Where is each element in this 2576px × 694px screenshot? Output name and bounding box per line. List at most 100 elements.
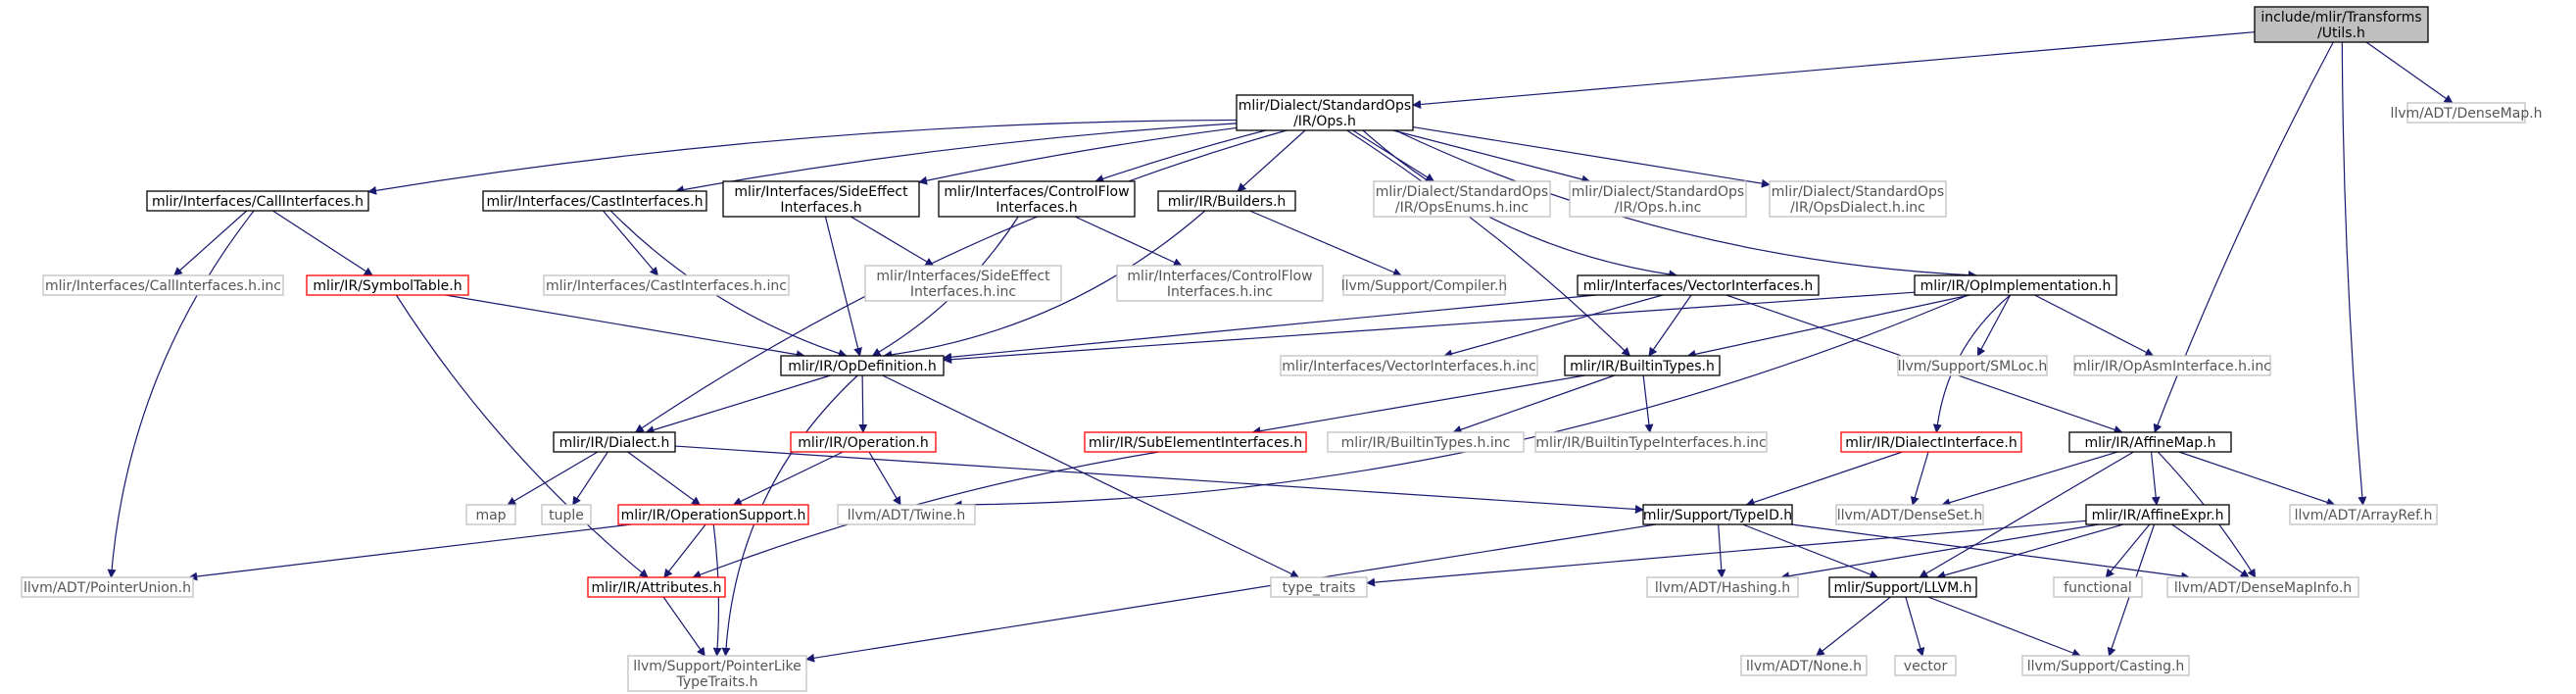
- node-label: mlir/Dialect/StandardOps: [1376, 184, 1548, 200]
- edge-builders-to-compiler: [1249, 210, 1402, 276]
- node-none[interactable]: llvm/ADT/None.h: [1740, 655, 1868, 676]
- node-tuple[interactable]: tuple: [541, 504, 592, 525]
- node-label: mlir/IR/SymbolTable.h: [313, 278, 462, 294]
- node-label: mlir/Dialect/StandardOps: [1772, 184, 1944, 200]
- node-callif[interactable]: mlir/Interfaces/CallInterfaces.h: [146, 190, 369, 212]
- node-opasm[interactable]: mlir/IR/OpAsmInterface.h.inc: [2073, 355, 2271, 376]
- node-label: mlir/Support/LLVM.h: [1834, 580, 1972, 596]
- edge-opimpl-to-smloc: [1976, 294, 2012, 357]
- node-label: mlir/Interfaces/SideEffect: [734, 184, 908, 200]
- node-dmapinfo[interactable]: llvm/ADT/DenseMapInfo.h: [2166, 576, 2359, 598]
- node-label: mlir/IR/SubElementInterfaces.h: [1089, 435, 1302, 451]
- node-box: [1646, 576, 1799, 598]
- node-subelem[interactable]: mlir/IR/SubElementInterfaces.h: [1084, 431, 1307, 453]
- node-vecif[interactable]: mlir/Interfaces/VectorInterfaces.h: [1577, 274, 1820, 296]
- node-label: mlir/IR/Builders.h: [1168, 194, 1287, 210]
- node-btinc[interactable]: mlir/IR/BuiltinTypes.h.inc: [1327, 431, 1525, 453]
- edge-callif-to-ptrunion: [107, 210, 255, 578]
- node-label: llvm/Support/PointerLike: [633, 659, 802, 674]
- node-box: [790, 431, 937, 453]
- edge-dialect-to-tuple: [572, 451, 608, 506]
- edge-callif-to-callifinc: [173, 210, 248, 276]
- node-castif[interactable]: mlir/Interfaces/CastInterfaces.h: [482, 190, 707, 212]
- node-label: llvm/ADT/ArrayRef.h: [2295, 508, 2433, 523]
- node-box: [1373, 180, 1551, 218]
- node-symtab[interactable]: mlir/IR/SymbolTable.h: [306, 274, 469, 296]
- node-functional[interactable]: functional: [2053, 576, 2143, 598]
- edge-utils-to-arrayref: [2341, 41, 2367, 506]
- node-dialectif[interactable]: mlir/IR/DialectInterface.h: [1840, 431, 2022, 453]
- node-denseset[interactable]: llvm/ADT/DenseSet.h: [1835, 504, 1984, 525]
- node-castifinc[interactable]: mlir/Interfaces/CastInterfaces.h.inc: [543, 274, 790, 296]
- node-utils[interactable]: include/mlir/Transforms/Utils.h: [2254, 6, 2429, 43]
- node-opsinc[interactable]: mlir/Dialect/StandardOps/IR/Ops.h.inc: [1569, 180, 1747, 218]
- edge-ops-to-dialect: [634, 129, 1288, 433]
- node-box: [2166, 576, 2359, 598]
- node-vecifinc[interactable]: mlir/Interfaces/VectorInterfaces.h.inc: [1280, 355, 1538, 376]
- node-operation[interactable]: mlir/IR/Operation.h: [790, 431, 937, 453]
- node-label: llvm/Support/SMLoc.h: [1898, 359, 2048, 374]
- edge-ops-to-opsinc: [1392, 129, 1591, 184]
- node-casting[interactable]: llvm/Support/Casting.h: [2021, 655, 2190, 676]
- node-opimpl[interactable]: mlir/IR/OpImplementation.h: [1914, 274, 2117, 296]
- node-box: [1280, 355, 1538, 376]
- node-typetraits[interactable]: type_traits: [1270, 576, 1368, 598]
- node-label: Interfaces.h: [996, 200, 1077, 216]
- node-dialect[interactable]: mlir/IR/Dialect.h: [553, 431, 676, 453]
- node-box: [306, 274, 469, 296]
- node-opsenums[interactable]: mlir/Dialect/StandardOps/IR/OpsEnums.h.i…: [1373, 180, 1551, 218]
- node-label: mlir/Interfaces/ControlFlow: [944, 184, 1129, 200]
- node-builtintypes[interactable]: mlir/IR/BuiltinTypes.h: [1564, 355, 1721, 376]
- node-attrs[interactable]: mlir/IR/Attributes.h: [587, 576, 726, 598]
- node-box: [2289, 504, 2438, 525]
- node-opsdialect[interactable]: mlir/Dialect/StandardOps/IR/OpsDialect.h…: [1769, 180, 1947, 218]
- node-llvmh[interactable]: mlir/Support/LLVM.h: [1828, 576, 1977, 598]
- node-label: mlir/IR/OperationSupport.h: [621, 508, 806, 523]
- node-opdef[interactable]: mlir/IR/OpDefinition.h: [780, 355, 945, 376]
- edge-affineexpr-to-dmapinfo: [2171, 523, 2250, 578]
- node-label: llvm/Support/Compiler.h: [1341, 278, 1508, 294]
- node-box: [837, 504, 976, 525]
- node-btifinc[interactable]: mlir/IR/BuiltinTypeInterfaces.h.inc: [1534, 431, 1768, 453]
- node-box: [1769, 180, 1947, 218]
- node-typeid[interactable]: mlir/Support/TypeID.h: [1642, 504, 1793, 525]
- node-box: [482, 190, 707, 212]
- edge-dialect-to-opsupport: [627, 451, 702, 506]
- node-box: [2073, 355, 2271, 376]
- node-ops[interactable]: mlir/Dialect/StandardOps/IR/Ops.h: [1236, 94, 1414, 131]
- node-label: llvm/ADT/DenseMap.h: [2390, 106, 2542, 122]
- node-smloc[interactable]: llvm/Support/SMLoc.h: [1897, 355, 2048, 376]
- edge-ops-to-vecif: [1362, 129, 1678, 279]
- node-label: mlir/IR/Attributes.h: [592, 580, 722, 596]
- node-ptrunion[interactable]: llvm/ADT/PointerUnion.h: [21, 576, 194, 598]
- node-ctrlflowinc[interactable]: mlir/Interfaces/ControlFlowInterfaces.h.…: [1116, 265, 1324, 302]
- node-densemap[interactable]: llvm/ADT/DenseMap.h: [2390, 102, 2543, 124]
- edge-dialectif-to-typeid: [1745, 451, 1903, 507]
- node-map[interactable]: map: [465, 504, 516, 525]
- node-affinemap[interactable]: mlir/IR/AffineMap.h: [2068, 431, 2232, 453]
- node-label: type_traits: [1283, 580, 1356, 596]
- node-affineexpr[interactable]: mlir/IR/AffineExpr.h: [2085, 504, 2230, 525]
- node-twine[interactable]: llvm/ADT/Twine.h: [837, 504, 976, 525]
- node-callifinc[interactable]: mlir/Interfaces/CallInterfaces.h.inc: [42, 274, 284, 296]
- node-compiler[interactable]: llvm/Support/Compiler.h: [1341, 274, 1508, 296]
- node-box: [42, 274, 284, 296]
- node-arrayref[interactable]: llvm/ADT/ArrayRef.h: [2289, 504, 2438, 525]
- node-opsupport[interactable]: mlir/IR/OperationSupport.h: [617, 504, 809, 525]
- node-label: mlir/Interfaces/ControlFlow: [1127, 269, 1312, 284]
- edge-opdef-to-operation: [858, 374, 868, 433]
- node-sideeffinc[interactable]: mlir/Interfaces/SideEffectInterfaces.h.i…: [864, 265, 1062, 302]
- node-hashing[interactable]: llvm/ADT/Hashing.h: [1646, 576, 1799, 598]
- edge-ops-to-opsdialect: [1412, 125, 1771, 188]
- edge-ops-to-castif: [674, 123, 1238, 194]
- node-box: [2406, 102, 2526, 124]
- node-label: llvm/ADT/Twine.h: [848, 508, 965, 523]
- node-builders[interactable]: mlir/IR/Builders.h: [1157, 190, 1296, 212]
- node-vector[interactable]: vector: [1894, 655, 1957, 676]
- edge-castif-to-opdef: [609, 210, 848, 358]
- node-box: [1564, 355, 1721, 376]
- edge-ops-to-callif: [367, 119, 1238, 195]
